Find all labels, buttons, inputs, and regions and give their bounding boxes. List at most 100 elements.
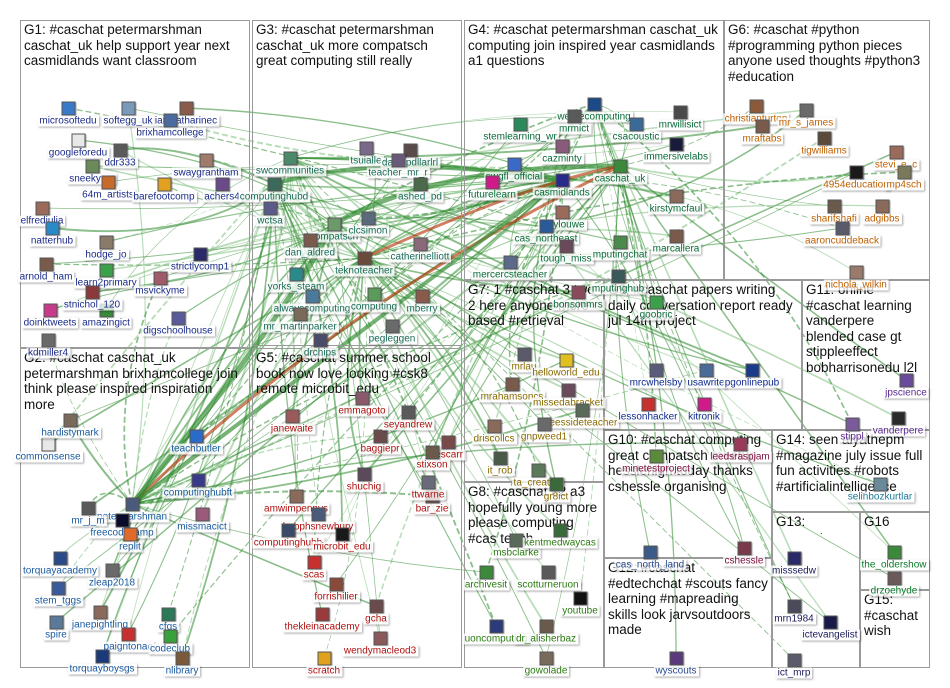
node-leedsraspjam[interactable]: leedsraspjam (740, 438, 741, 439)
node-computinghubft[interactable]: computinghubft (198, 474, 199, 475)
node-msbclarke[interactable]: msbclarke (516, 534, 517, 535)
node-petermarshman[interactable]: petermarshman (132, 498, 133, 499)
node-microsoftedu[interactable]: microsoftedu (68, 102, 69, 103)
node-msvickyme[interactable]: msvickyme (160, 272, 161, 273)
node-missedabracket[interactable]: missedabracket (568, 384, 569, 385)
node-natterhub[interactable]: natterhub (52, 222, 53, 223)
node-4954education[interactable]: 4954education (856, 166, 857, 167)
node-christianturton[interactable]: christianturton (756, 100, 757, 101)
node-mraftabs[interactable]: mraftabs (762, 120, 763, 121)
node-yorks-steam[interactable]: yorks_steam (296, 268, 297, 269)
node-gowolade[interactable]: gowolade (546, 652, 547, 653)
node-marcallera[interactable]: marcallera (676, 230, 677, 231)
node-teachbutler[interactable]: teachbutler (196, 430, 197, 431)
node-spire[interactable]: spire (56, 616, 57, 617)
node-mrcwhelsby[interactable]: mrcwhelsby (656, 364, 657, 365)
node-pgonlinepub[interactable]: pgonlinepub (752, 364, 753, 365)
node-googleforedu[interactable]: googleforedu (78, 134, 79, 135)
node-alwayscomputing[interactable]: alwayscomputing (312, 290, 313, 291)
node-sharifshafi[interactable]: sharifshafi (834, 200, 835, 201)
node-minetestproject[interactable]: minetestproject (656, 450, 657, 451)
node-stemlearning-wr[interactable]: stemlearning_wr (520, 118, 521, 119)
node-codeclub[interactable]: codeclub (170, 630, 171, 631)
node-mrwillisict[interactable]: mrwillisict (680, 106, 681, 107)
node-iamkatharinec[interactable]: iamkatharinec (186, 102, 187, 103)
node-dr-alisherbaz[interactable]: dr_alisherbaz (546, 620, 547, 621)
node-kirstymcfaul[interactable]: kirstymcfaul (676, 190, 677, 191)
node-arnold-ham[interactable]: arnold_ham (46, 258, 47, 259)
node-youtube[interactable]: youtube (580, 592, 581, 593)
node-ashed-pd[interactable]: ashed_pd (420, 178, 421, 179)
node-kentmedwaycas[interactable]: kentmedwaycas (560, 524, 561, 525)
node-replit[interactable]: replit (130, 528, 131, 529)
node-nlibrary[interactable]: nlibrary (182, 652, 183, 653)
node-archivesit[interactable]: archivesit (486, 566, 487, 567)
node-gr8ict[interactable]: gr8ict (556, 478, 557, 479)
node-dan-aldred[interactable]: dan_aldred (310, 234, 311, 235)
node-mr-j-m[interactable]: mr_j_m (88, 502, 89, 503)
node-csacoustic[interactable]: csacoustic (636, 118, 637, 119)
node-mr-s-james[interactable]: mr_s_james (806, 104, 807, 105)
node-wearecomputing[interactable]: wearecomputing (594, 98, 595, 99)
node-caschat-uk[interactable]: caschat_uk (620, 160, 621, 161)
node-thekleinacademy[interactable]: thekleinacademy (322, 608, 323, 609)
node-baggiepr[interactable]: baggiepr (380, 430, 381, 431)
node-jpscience[interactable]: jpscience (906, 374, 907, 375)
node-teknoteacher[interactable]: teknoteacher (364, 252, 365, 253)
node-elfredjulia[interactable]: elfredjulia (42, 202, 43, 203)
node-sneekyme[interactable]: sneekyme (92, 160, 93, 161)
node-computinghubb[interactable]: computinghubb (288, 524, 289, 525)
node-microbit-edu[interactable]: microbit_edu (342, 528, 343, 529)
node-barefootcomp[interactable]: barefootcomp (164, 178, 165, 179)
node-vanderpere[interactable]: vanderpere (898, 412, 899, 413)
node-janewaite[interactable]: janewaite (292, 410, 293, 411)
node-the-oldershow[interactable]: the_oldershow (894, 546, 895, 547)
node-teessideteacher[interactable]: teessideteacher (582, 404, 583, 405)
node-catherinelliott[interactable]: catherinelliott (420, 238, 421, 239)
node-kdmiller4[interactable]: kdmiller4 (48, 334, 49, 335)
node-softegg-uk[interactable]: softegg_uk (128, 102, 129, 103)
node-scratch[interactable]: scratch (324, 652, 325, 653)
node-computing[interactable]: computing (374, 288, 375, 289)
node-usawrite[interactable]: usawrite (706, 364, 707, 365)
node-ict-mrp[interactable]: ict_mrp (794, 654, 795, 655)
node-hubphsnewbury[interactable]: hubphsnewbury (318, 508, 319, 509)
node-swgfl-official[interactable]: swgfl_official (514, 158, 515, 159)
node-shuchig[interactable]: shuchig (364, 468, 365, 469)
node-stippl[interactable]: stippl (852, 418, 853, 419)
node-ddr333[interactable]: ddr333 (120, 144, 121, 145)
node-seyandrew[interactable]: seyandrew (408, 406, 409, 407)
node-cas-northeast[interactable]: cas_northeast (546, 220, 547, 221)
node-pegleggen[interactable]: pegleggen (392, 320, 393, 321)
node-selinbozkurtlar[interactable]: selinbozkurtlar (880, 478, 881, 479)
node-goobric[interactable]: goobric (656, 296, 657, 297)
node-computinghubd[interactable]: computinghubd (274, 178, 275, 179)
node-gnpweed1[interactable]: gnpweed1 (544, 418, 545, 419)
node-helloworld-edu[interactable]: helloworld_edu (566, 354, 567, 355)
node-ttwarne[interactable]: ttwarne (428, 476, 429, 477)
node-paigntonac[interactable]: paigntonac (128, 628, 129, 629)
node-futurelearn[interactable]: futurelearn (492, 176, 493, 177)
node-teacher-mr-r[interactable]: teacher_mr_r (398, 154, 399, 155)
node-drchips[interactable]: drchips (320, 334, 321, 335)
node-mrmict[interactable]: mrmict (574, 110, 575, 111)
node-wyscouts[interactable]: wyscouts (676, 652, 677, 653)
node-digschoolhouse[interactable]: digschoolhouse (178, 312, 179, 313)
node-mrlau[interactable]: mrlau (524, 348, 525, 349)
node-cas-north-land[interactable]: cas_north_land (650, 546, 651, 547)
node-hodge-jo[interactable]: hodge_jo (106, 236, 107, 237)
node-lescarr[interactable]: lescarr (448, 436, 449, 437)
node-64m-artists[interactable]: 64m_artists (108, 176, 109, 177)
node-learn2primary[interactable]: learn2primary (106, 264, 107, 265)
node-emmagoto[interactable]: emmagoto (362, 392, 363, 393)
node-missmacict[interactable]: missmacict (202, 508, 203, 509)
node-amylouwe[interactable]: amylouwe (562, 206, 563, 207)
node-it-rob[interactable]: it_rob (500, 452, 501, 453)
node-wctsa[interactable]: wctsa (270, 202, 271, 203)
node-cazminty[interactable]: cazminty (562, 140, 563, 141)
node-strictlycomp1[interactable]: strictlycomp1 (200, 248, 201, 249)
node-mercercsteacher[interactable]: mercercsteacher (510, 256, 511, 257)
node-bonsonmrs[interactable]: bonsonmrs (578, 286, 579, 287)
node-stnichol-120[interactable]: stnichol_120 (92, 286, 93, 287)
node-gcha[interactable]: gcha (376, 600, 377, 601)
